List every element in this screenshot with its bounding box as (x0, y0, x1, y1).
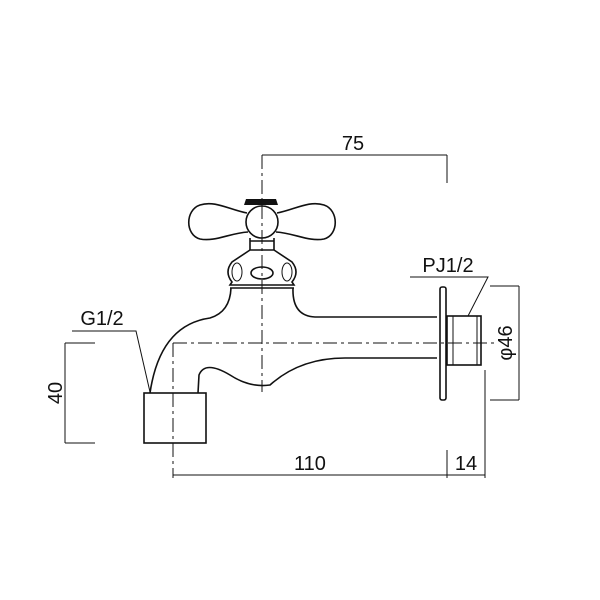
bonnet (227, 249, 297, 286)
faucet-body (143, 199, 482, 444)
dimension-75: 75 (262, 133, 448, 183)
wall-flange (439, 286, 447, 401)
dimension-label: 110 (294, 453, 326, 475)
dimension-110: 110 14 (173, 370, 486, 478)
handle-cap (244, 199, 278, 205)
label-g12: G1/2 (72, 308, 151, 393)
dimension-label: 40 (45, 382, 67, 404)
thread-label: PJ1/2 (422, 255, 473, 277)
dimension-phi46: φ46 (490, 285, 520, 401)
body-outline (149, 287, 437, 394)
outlet-nozzle (143, 392, 207, 444)
bonnet-nut-left (231, 262, 243, 282)
handle-lever (187, 202, 337, 241)
thread-label: G1/2 (80, 308, 123, 330)
dimension-label: φ46 (495, 325, 517, 360)
bonnet-nut-right (281, 262, 293, 282)
inlet-thread (446, 315, 482, 366)
dimension-label: 75 (342, 133, 364, 155)
dimension-label: 14 (455, 453, 477, 475)
dimension-40: 40 (45, 342, 95, 444)
label-pj12: PJ1/2 (410, 255, 489, 317)
